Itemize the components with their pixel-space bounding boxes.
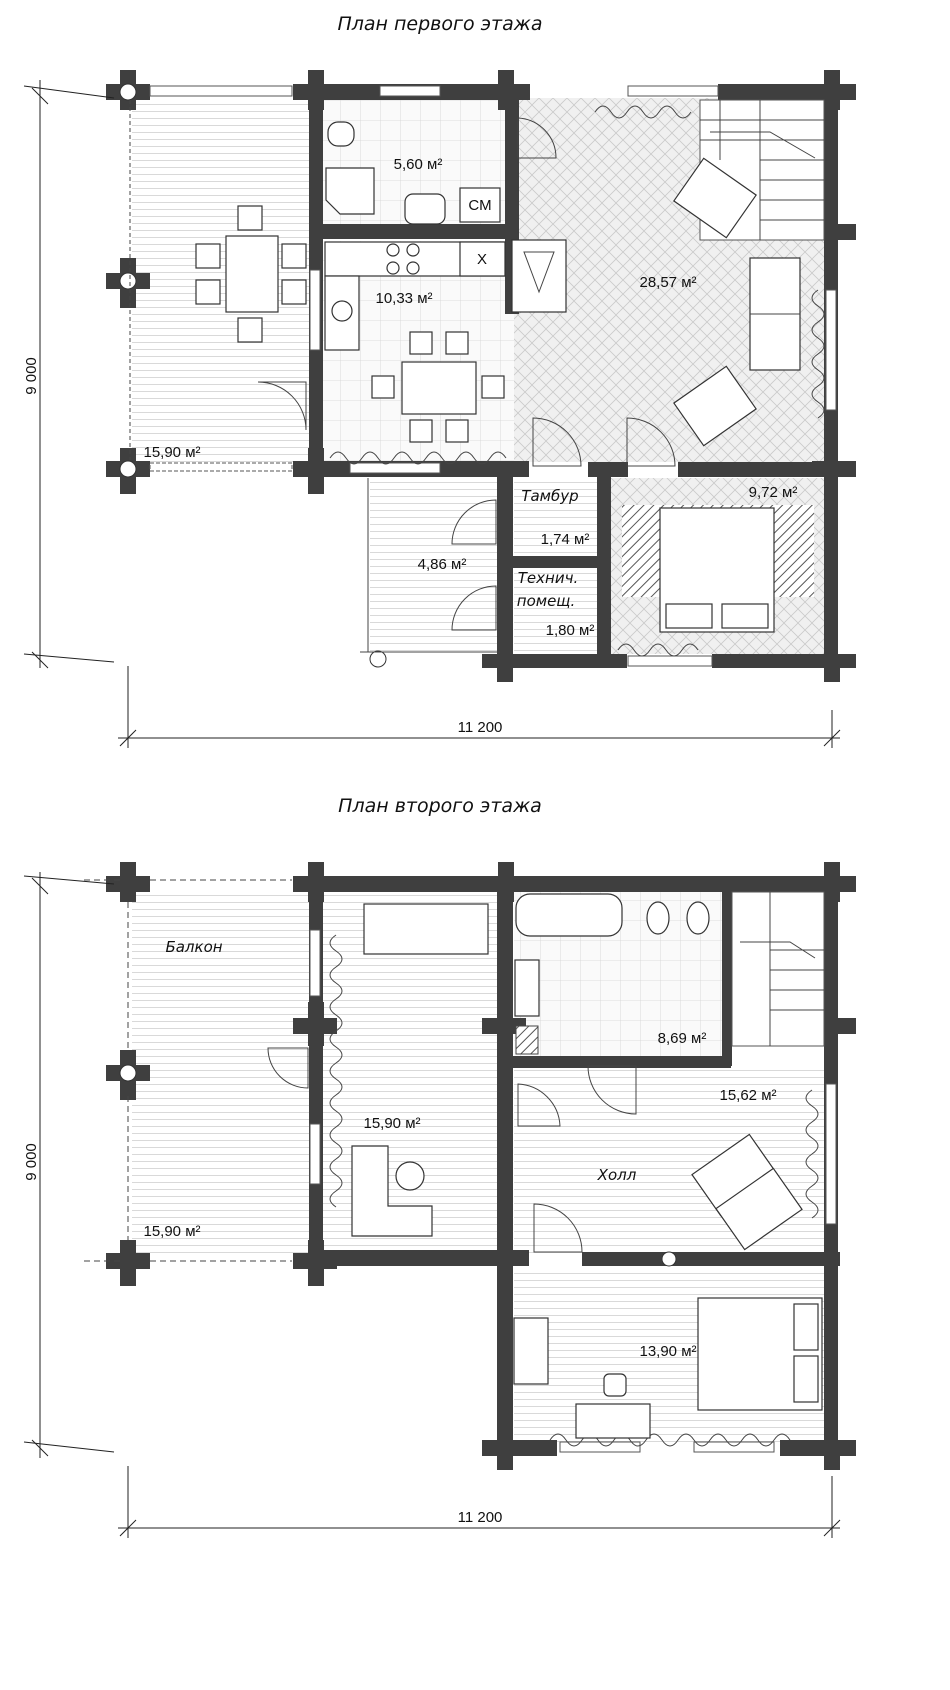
armchair-icon <box>673 365 757 447</box>
fridge-icon <box>459 241 506 277</box>
area-living: 28,57 м² <box>639 274 696 291</box>
office-chair-icon <box>395 1161 425 1191</box>
label-balcony: Балкон <box>165 938 222 956</box>
hall-floor <box>514 1066 828 1256</box>
area-hall: 15,62 м² <box>719 1087 776 1104</box>
corner-desk <box>351 1145 433 1237</box>
tech-room-floor <box>514 572 602 652</box>
curtain <box>329 451 507 465</box>
washer-label: СМ <box>468 197 491 214</box>
kitchen-furniture: Х <box>324 239 567 443</box>
floor-1-title: План первого этажа <box>337 13 542 35</box>
chair-icon <box>603 1373 627 1397</box>
area-study: 15,90 м² <box>363 1115 420 1132</box>
wardrobe-icon <box>513 1317 549 1385</box>
doors-floor1 <box>257 117 676 631</box>
hob-icon <box>386 243 400 257</box>
windows-floor2 <box>309 929 837 1453</box>
curtain <box>329 934 343 1208</box>
sink-icon <box>331 300 353 322</box>
label-hall: Холл <box>597 1166 637 1184</box>
hall-furniture <box>691 1133 803 1251</box>
floor-1-plan: План первого этажа <box>23 13 856 748</box>
living-furniture <box>673 157 801 447</box>
washing-machine-icon <box>459 187 501 223</box>
area-vestibule: 1,74 м² <box>541 531 590 548</box>
toilet-icon <box>327 121 355 147</box>
double-sink-icon <box>514 959 540 1017</box>
bathtub-icon <box>515 893 623 937</box>
toilet-icon <box>646 901 670 935</box>
stairs-floor2 <box>731 891 825 1047</box>
post-icon <box>119 272 137 290</box>
post-icon <box>119 83 137 101</box>
area-kitchen: 10,33 м² <box>375 290 432 307</box>
area-bedroom-2: 13,90 м² <box>639 1343 696 1360</box>
fireplace-icon <box>511 239 567 313</box>
bathroom-2-fixtures <box>514 893 710 1055</box>
porch-floor <box>370 478 500 653</box>
area-tech: 1,80 м² <box>546 622 595 639</box>
bedroom-2-furniture <box>513 1297 823 1439</box>
post-icon <box>119 1064 137 1082</box>
balcony-floor <box>132 890 316 1256</box>
dimension-height-floor1: 9 000 <box>23 357 40 395</box>
armchair-icon <box>673 157 757 239</box>
floor-2-walls <box>106 862 856 1470</box>
curtain <box>617 643 699 657</box>
dimensions-floor1: 11 200 9 000 <box>23 80 841 748</box>
area-bathroom-2: 8,69 м² <box>658 1030 707 1047</box>
shower-icon <box>325 167 375 215</box>
area-porch: 4,86 м² <box>418 556 467 573</box>
windows-floor1 <box>149 85 837 667</box>
dimension-width-floor2: 11 200 <box>458 1509 503 1526</box>
curtain <box>594 105 692 119</box>
floor-1-walls <box>106 70 856 682</box>
terrace-table <box>225 235 279 313</box>
dining-table <box>401 361 477 415</box>
dimension-width-floor1: 11 200 <box>458 719 503 736</box>
post-icon <box>119 460 137 478</box>
floor-2-title: План второго этажа <box>338 795 542 817</box>
sink-icon <box>404 193 446 225</box>
post-icon <box>661 1251 677 1267</box>
area-bathroom: 5,60 м² <box>394 156 443 173</box>
desk-icon <box>575 1403 651 1439</box>
vestibule-floor <box>514 478 602 558</box>
floor-2-plan: План второго этажа <box>23 795 856 1538</box>
terrace-furniture <box>195 205 307 343</box>
label-tech-2: помещ. <box>517 592 575 610</box>
armchair-icon <box>715 1167 803 1251</box>
curtain <box>811 289 825 419</box>
area-terrace: 15,90 м² <box>143 444 200 461</box>
label-vestibule: Тамбур <box>521 487 578 505</box>
study-furniture <box>351 903 489 1237</box>
dimensions-floor2: 11 200 9 000 <box>23 872 841 1538</box>
area-bedroom: 9,72 м² <box>749 484 798 501</box>
dimension-height-floor2: 9 000 <box>23 1143 40 1181</box>
curtain <box>805 1089 819 1219</box>
label-tech-1: Технич. <box>518 569 578 587</box>
bidet-icon <box>686 901 710 935</box>
post-icon <box>369 650 387 668</box>
fridge-label: Х <box>477 251 487 268</box>
doors-floor2 <box>267 1047 637 1253</box>
sofa-bed-icon <box>363 903 489 955</box>
bedroom-furniture-floor1 <box>622 505 814 633</box>
area-balcony: 15,90 м² <box>143 1223 200 1240</box>
bathroom-fixtures-floor1: СМ <box>325 121 501 225</box>
